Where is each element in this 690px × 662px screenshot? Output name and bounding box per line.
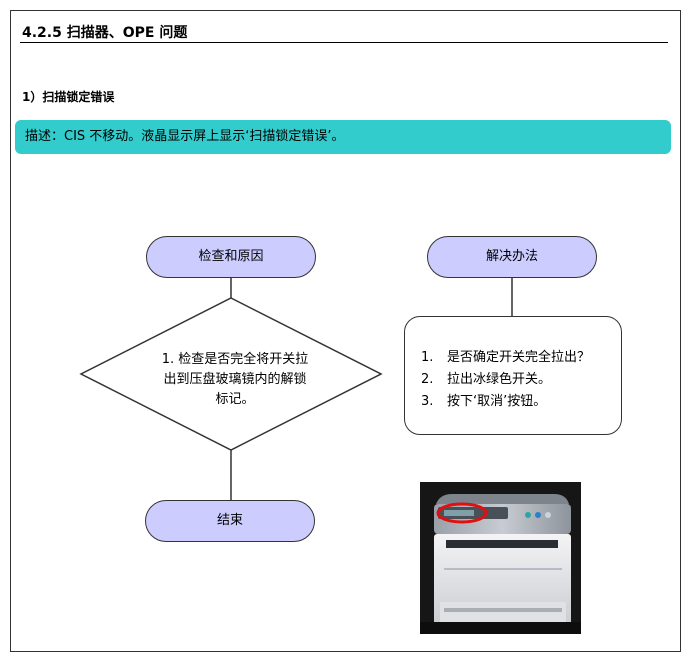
end-pill: 结束 [145, 500, 315, 542]
check-cause-pill: 检查和原因 [146, 236, 316, 278]
printer-photo [420, 482, 581, 634]
lcd-display [444, 510, 474, 516]
solution-item: 2.拉出冰绿色开关。 [421, 372, 552, 387]
title-divider [20, 42, 668, 43]
description-bar: 描述：CIS 不移动。液晶显示屏上显示‘扫描锁定错误’。 [15, 120, 671, 154]
panel-button [545, 512, 551, 518]
page-frame [10, 10, 681, 652]
check-step-text: 1. 检查是否完全将开关拉 出到压盘玻璃镜内的解锁 标记。 [140, 350, 330, 410]
check-cause-label: 检查和原因 [198, 249, 264, 264]
printer-illustration [420, 482, 581, 634]
panel-button [525, 512, 531, 518]
section-title: 4.2.5 扫描器、OPE 问题 [22, 25, 188, 41]
check-step-line: 出到压盘玻璃镜内的解锁 [163, 372, 307, 387]
highlight-circle [436, 502, 488, 524]
solution-item: 1.是否确定开关完全拉出？ [421, 350, 591, 365]
check-step-line: 1. 检查是否完全将开关拉 [161, 352, 309, 367]
solution-label: 解决办法 [485, 249, 538, 264]
description-text: 描述：CIS 不移动。液晶显示屏上显示‘扫描锁定错误’。 [25, 129, 345, 144]
solution-box: 1.是否确定开关完全拉出？ 2.拉出冰绿色开关。 3.按下‘取消’按钮。 [404, 316, 622, 435]
solution-item: 3.按下‘取消’按钮。 [421, 394, 547, 409]
panel-button [535, 512, 541, 518]
solution-list: 1.是否确定开关完全拉出？ 2.拉出冰绿色开关。 3.按下‘取消’按钮。 [421, 347, 621, 413]
issue-title: 1）扫描锁定错误 [22, 90, 115, 104]
solution-pill: 解决办法 [427, 236, 597, 278]
check-step-line: 标记。 [215, 392, 255, 407]
end-label: 结束 [216, 513, 243, 528]
